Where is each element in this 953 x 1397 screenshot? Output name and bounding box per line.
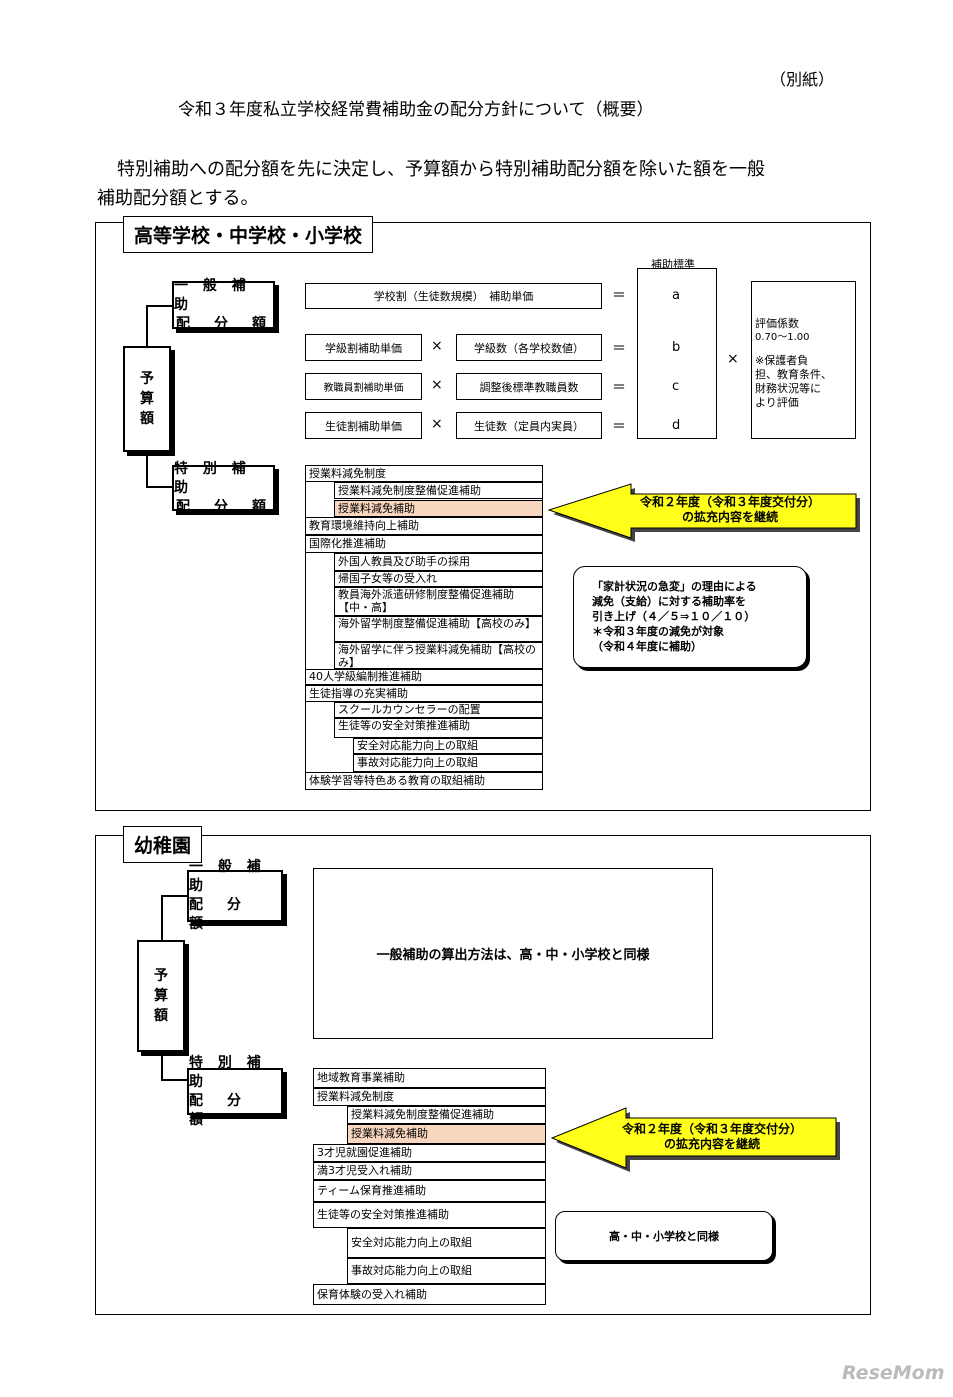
list-item: 外国人教員及び助手の採用 [334, 553, 543, 571]
list-item: 海外留学に伴う授業料減免補助【高校のみ】 [334, 642, 543, 669]
list-item: 生徒等の安全対策推進補助 [334, 718, 543, 738]
general-method-text: 一般補助の算出方法は、高・中・小学校と同様 [376, 948, 650, 963]
special-subsidy-box: 特 別 補 助配 分 額 [187, 1055, 283, 1128]
tree-connector [146, 305, 172, 307]
special-subsidy-box: 特 別 補 助配 分 額 [172, 461, 275, 515]
intro-line-2: 補助配分額とする。 [97, 188, 259, 209]
list-item: 生徒指導の充実補助 [305, 685, 543, 702]
section-high-school-frame [95, 222, 871, 811]
list-item: スクールカウンセラーの配置 [334, 702, 543, 718]
standard-c: c [672, 379, 680, 394]
section-kindergarten-frame [95, 835, 871, 1315]
tree-connector [161, 895, 163, 941]
list-item: 事故対応能力向上の取組 [353, 754, 543, 772]
page-title: 令和３年度私立学校経常費補助金の配分方針について（概要） [178, 100, 654, 120]
coefficient-title: 評価係数 [755, 317, 799, 330]
times-sign: × [431, 416, 443, 432]
arrow-text: 令和２年度（令和３年度交付分）の拡充内容を継続 [639, 495, 820, 524]
list-item: 授業料減免制度 [313, 1088, 546, 1106]
times-sign: × [431, 338, 443, 354]
list-item: ティーム保育推進補助 [313, 1180, 546, 1202]
tree-connector [146, 452, 148, 487]
list-item: 安全対応能力向上の取組 [347, 1228, 546, 1258]
list-frame [305, 465, 543, 790]
coefficient-note: 財務状況等に [755, 382, 821, 395]
times-sign: × [727, 351, 739, 367]
equals-sign: ＝ [612, 380, 626, 396]
coefficient-box [751, 281, 856, 439]
tree-connector [161, 1079, 187, 1081]
list-item: 帰国子女等の受入れ [334, 571, 543, 587]
equals-sign: ＝ [612, 419, 626, 435]
note-box: 「家計状況の急変」の理由による 減免（支給）に対する補助率を 引き上げ（４／５⇒… [573, 566, 807, 668]
standard-a: a [672, 288, 680, 303]
list-item: 海外留学制度整備促進補助【高校のみ】 [334, 616, 543, 642]
intro-line-1: 特別補助への配分額を先に決定し、予算額から特別補助配分額を除いた額を一般 [117, 159, 765, 180]
coefficient-note: 担、教育条件、 [755, 368, 832, 381]
school-unit-price-box: 学校割（生徒数規模） 補助単価 [305, 283, 602, 309]
coefficient-note: ※保護者負 [755, 354, 809, 367]
list-item: 授業料減免補助 [334, 500, 543, 517]
attachment-label: （別紙） [770, 70, 835, 89]
section-high-school-title: 高等学校・中学校・小学校 [123, 216, 374, 253]
list-item: 授業料減免補助 [347, 1124, 546, 1144]
arrow-text: 令和２年度（令和３年度交付分）の拡充内容を継続 [621, 1122, 802, 1151]
arrow-left-icon [550, 1107, 840, 1172]
list-item: 授業料減免制度整備促進補助 [347, 1106, 546, 1124]
equals-sign: ＝ [612, 341, 626, 357]
list-item: 満3才児受入れ補助 [313, 1162, 546, 1180]
list-item: 地域教育事業補助 [313, 1068, 546, 1088]
tree-connector [146, 486, 172, 488]
tree-connector [146, 305, 148, 346]
section-kindergarten-title: 幼稚園 [123, 826, 203, 863]
times-sign: × [431, 377, 443, 393]
staff-count-box: 調整後標準教職員数 [456, 373, 602, 400]
list-item: 教育環境維持向上補助 [305, 517, 543, 535]
class-count-box: 学級数（各学校数値） [456, 334, 602, 361]
list-item: 保育体験の受入れ補助 [313, 1284, 546, 1305]
list-item: 国際化推進補助 [305, 535, 543, 553]
equals-sign: ＝ [612, 288, 626, 304]
general-method-box: 一般補助の算出方法は、高・中・小学校と同様 [313, 868, 713, 1039]
student-unit-price-box: 生徒割補助単価 [305, 412, 422, 439]
watermark: ReseMom [842, 1362, 945, 1384]
staff-unit-price-box: 教職員割補助単価 [305, 373, 422, 400]
general-subsidy-box: 一 般 補 助配 分 額 [172, 278, 275, 332]
list-item: 事故対応能力向上の取組 [347, 1258, 546, 1284]
list-item: 3才児就園促進補助 [313, 1144, 546, 1162]
standard-d: d [672, 418, 681, 433]
coefficient-note: より評価 [755, 396, 799, 409]
standard-b: b [672, 340, 681, 355]
arrow-left-icon [547, 483, 860, 542]
tree-connector [161, 895, 187, 897]
list-item: 安全対応能力向上の取組 [353, 738, 543, 754]
standard-label: 補助標準 [651, 258, 695, 271]
general-subsidy-box: 一 般 補 助配 分 額 [187, 859, 283, 932]
standard-box [637, 268, 717, 439]
class-unit-price-box: 学級割補助単価 [305, 334, 422, 361]
tree-connector [161, 1052, 163, 1080]
list-item: 授業料減免制度整備促進補助 [334, 482, 543, 499]
budget-box: 予算額 [137, 940, 185, 1052]
coefficient-range: 0.70～1.00 [755, 332, 810, 343]
budget-box: 予算額 [123, 346, 171, 452]
student-count-box: 生徒数（定員内実員） [456, 412, 602, 439]
list-item: 生徒等の安全対策推進補助 [313, 1202, 546, 1228]
list-item: 教員海外派遣研修制度整備促進補助【中・高】 [334, 587, 543, 616]
note-box: 高・中・小学校と同様 [555, 1211, 773, 1261]
